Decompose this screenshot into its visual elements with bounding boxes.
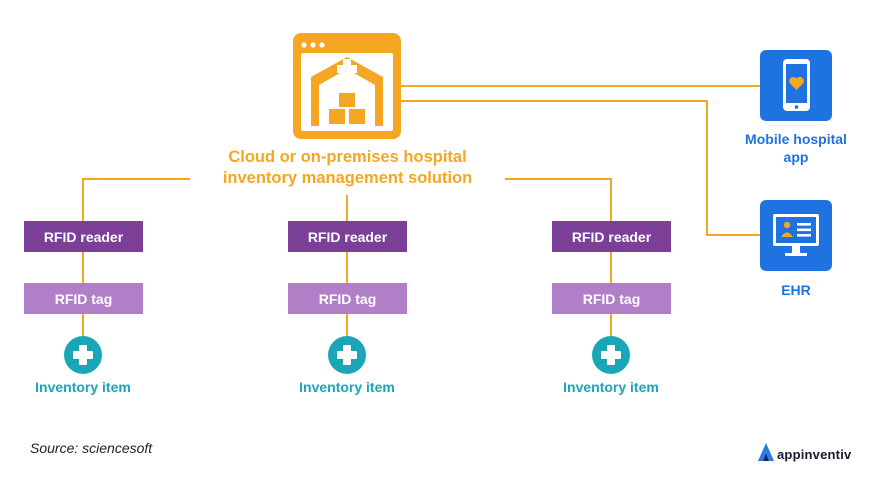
rfid-tag-label: RFID tag bbox=[318, 290, 377, 307]
central-title-line1: Cloud or on-premises hospital bbox=[228, 148, 467, 166]
inventory-item-label: Inventory item bbox=[35, 379, 131, 395]
rfid-reader-label: RFID reader bbox=[43, 228, 124, 245]
rfid-reader-label: RFID reader bbox=[307, 228, 388, 245]
mobile-app-label: Mobile hospital app bbox=[728, 130, 864, 166]
ehr-monitor-icon bbox=[760, 200, 832, 271]
rfid-tag-label: RFID tag bbox=[54, 290, 113, 307]
rfid-tag-label: RFID tag bbox=[582, 290, 641, 307]
medical-cross-icon bbox=[328, 336, 366, 374]
hospital-warehouse-icon bbox=[293, 33, 401, 139]
medical-cross-icon bbox=[64, 336, 102, 374]
brand-name: appinventiv bbox=[777, 447, 852, 462]
rfid-reader-box: RFID reader bbox=[288, 221, 407, 252]
rfid-reader-box: RFID reader bbox=[24, 221, 143, 252]
medical-cross-icon bbox=[592, 336, 630, 374]
rfid-tag-box: RFID tag bbox=[552, 283, 671, 314]
central-title-line2: inventory management solution bbox=[217, 168, 478, 189]
rfid-reader-label: RFID reader bbox=[571, 228, 652, 245]
connector-ehr bbox=[401, 100, 760, 236]
rfid-tag-box: RFID tag bbox=[288, 283, 407, 314]
ehr-label: EHR bbox=[781, 282, 811, 298]
rfid-tag-box: RFID tag bbox=[24, 283, 143, 314]
connector-left bbox=[82, 178, 190, 221]
appinventiv-logo-icon bbox=[757, 442, 775, 467]
rfid-reader-box: RFID reader bbox=[552, 221, 671, 252]
inventory-item-label: Inventory item bbox=[563, 379, 659, 395]
mobile-label-line2: app bbox=[783, 149, 809, 165]
smartphone-heart-icon bbox=[760, 50, 832, 121]
inventory-item-label: Inventory item bbox=[299, 379, 395, 395]
source-caption: Source: sciencesoft bbox=[30, 440, 153, 456]
brand-logo: appinventiv bbox=[757, 442, 851, 467]
central-solution-title: Cloud or on-premises hospital inventory … bbox=[170, 147, 525, 189]
mobile-label-line1: Mobile hospital bbox=[745, 131, 847, 147]
connector-right bbox=[505, 178, 612, 221]
